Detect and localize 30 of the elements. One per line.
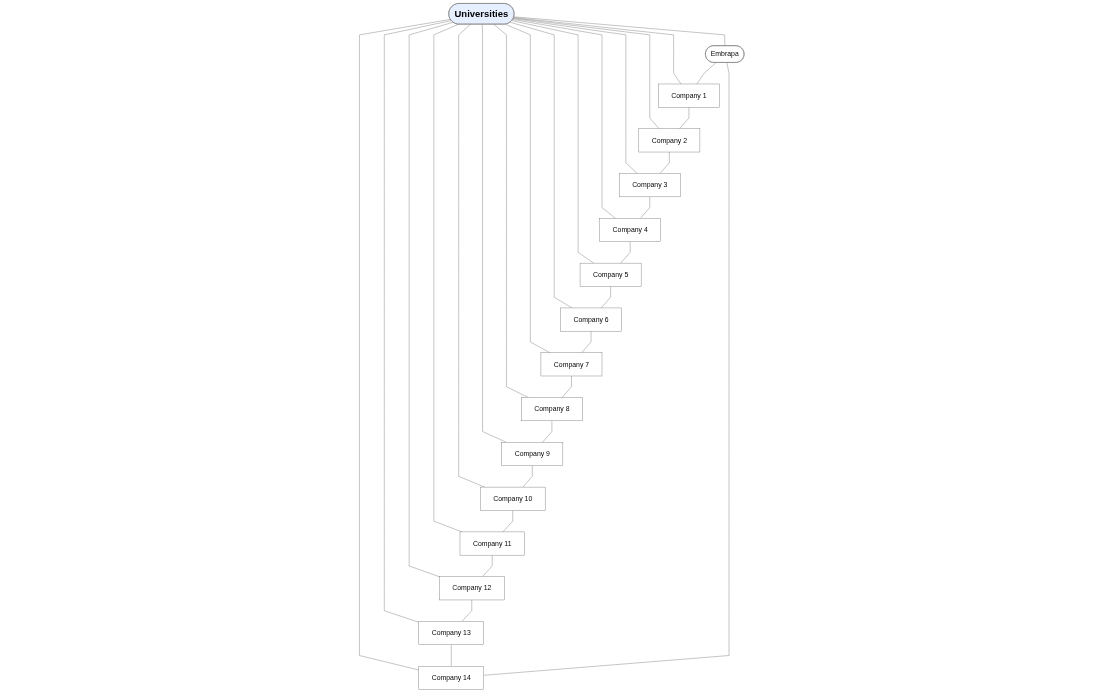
connector [561,375,572,398]
connector [408,22,454,577]
connector [359,19,451,671]
connector [542,420,552,443]
connector [481,554,493,577]
connector [461,599,472,622]
connector [511,20,594,264]
connector [620,241,631,264]
connector [513,16,725,47]
connector [509,22,572,309]
connector [383,20,452,623]
connector [481,24,507,443]
connector [581,331,591,353]
connector [433,24,462,533]
connector [522,465,533,488]
connector [512,18,638,174]
connector [502,510,513,533]
connector [450,644,452,667]
connector [679,107,689,129]
connector [493,24,529,398]
connector [504,24,551,353]
connector [512,19,616,219]
connector [513,17,681,85]
connector [458,24,485,488]
connector [696,62,716,85]
connector [600,286,611,309]
connector [513,17,660,129]
connector [483,62,729,676]
connector [659,151,670,174]
connector [639,196,650,219]
